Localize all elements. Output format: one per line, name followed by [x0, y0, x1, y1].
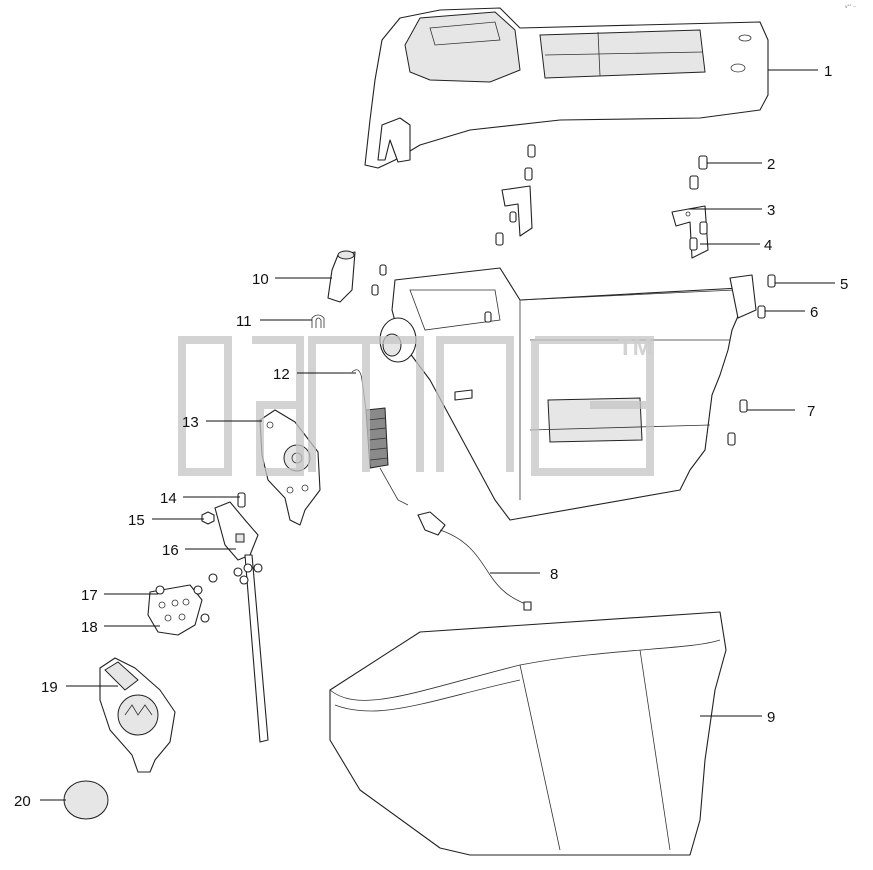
part-3-mount-bracket — [671, 205, 709, 259]
part-1-console-top-cover — [364, 7, 769, 169]
part-15-nut — [201, 511, 215, 525]
part-9-bottom-tray — [329, 611, 727, 856]
callout-14: 14 — [160, 490, 177, 507]
callout-8: 8 — [550, 566, 558, 583]
callout-17: 17 — [81, 587, 98, 604]
watermark-logo: TM — [178, 334, 654, 476]
callout-18: 18 — [81, 619, 98, 636]
part-8-switch-cable — [417, 511, 532, 611]
part-20-disc-cap — [63, 780, 109, 820]
leader-lines — [40, 69, 835, 801]
part-4-bolt — [689, 221, 708, 251]
part-2-bolt — [689, 155, 708, 190]
callout-12: 12 — [273, 366, 290, 383]
part-19-shift-boot — [99, 657, 176, 773]
callout-2: 2 — [767, 156, 775, 173]
callout-10: 10 — [252, 271, 269, 288]
callout-3: 3 — [767, 202, 775, 219]
callout-5: 5 — [840, 276, 848, 293]
left-mount-bracket — [495, 144, 536, 246]
part-7-screw — [727, 399, 748, 446]
callout-15: 15 — [128, 512, 145, 529]
callout-19: 19 — [41, 679, 58, 696]
callout-numbers: 1 2 3 4 5 6 7 8 9 10 11 12 13 14 15 16 1… — [14, 63, 848, 810]
part-5-screw — [767, 274, 776, 288]
watermark-trademark: TM — [618, 334, 653, 361]
part-16-shift-rod — [214, 501, 269, 743]
part-14-bolt — [237, 492, 246, 508]
part-10-pivot-cylinder — [327, 250, 356, 303]
corner-mark: v°° ··· — [845, 4, 856, 9]
callout-20: 20 — [14, 793, 31, 810]
callout-4: 4 — [764, 237, 772, 254]
callout-6: 6 — [810, 304, 818, 321]
part-6-screw — [757, 305, 766, 319]
callout-1: 1 — [824, 63, 832, 80]
callout-16: 16 — [162, 542, 179, 559]
part-17-18-plate — [147, 573, 218, 636]
part-12-spring — [351, 369, 409, 506]
callout-11: 11 — [236, 313, 252, 330]
callout-13: 13 — [182, 414, 199, 431]
main-housing-frame — [371, 264, 757, 521]
part-11-clip — [311, 314, 325, 328]
callout-7: 7 — [807, 403, 815, 420]
callout-9: 9 — [767, 709, 775, 726]
